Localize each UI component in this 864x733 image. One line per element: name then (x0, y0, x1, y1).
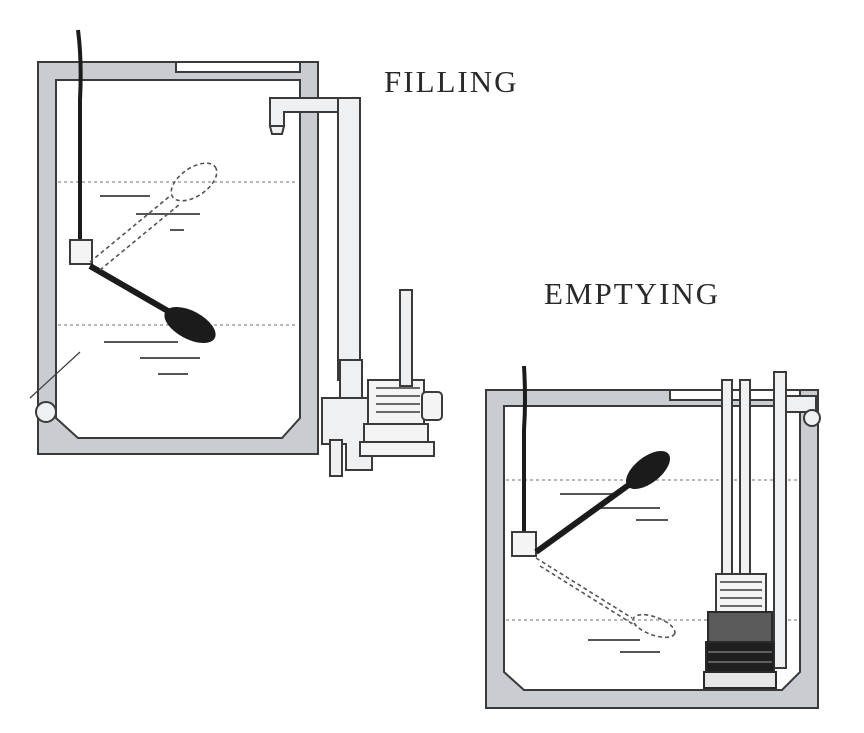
filling-label: FILLING (384, 64, 519, 99)
surface-pump-icon (321, 289, 443, 477)
emptying-float-switch-icon (534, 450, 670, 555)
emptying-float-cable (522, 365, 527, 534)
emptying-float-ghost (535, 557, 676, 639)
emptying-label: EMPTYING (544, 276, 720, 311)
filling-float-switch-icon (88, 263, 216, 344)
filling-float-ghost (89, 162, 218, 271)
filling-cable-weight (69, 239, 93, 265)
filling-tank (29, 29, 319, 455)
submersible-pump-icon (703, 573, 777, 689)
emptying-cable-weight (511, 531, 537, 557)
filling-tank-lid (175, 61, 301, 73)
emptying-tank (485, 365, 821, 709)
filling-float-cable (76, 29, 83, 240)
